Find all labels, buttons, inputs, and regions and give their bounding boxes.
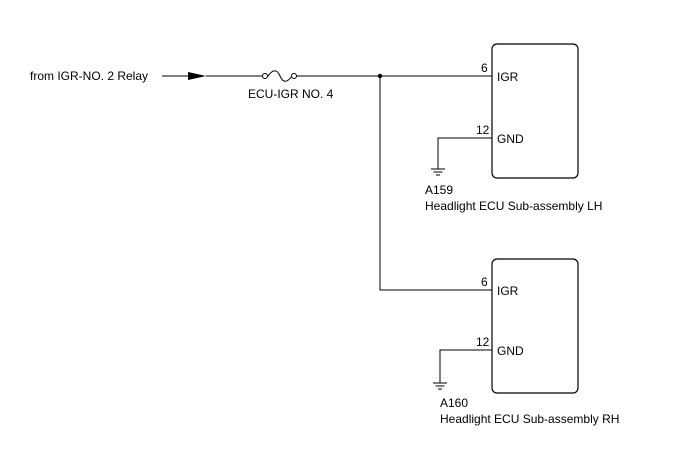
wire-lh-gnd — [437, 137, 492, 169]
ground-icon — [431, 168, 445, 176]
arrow-right-icon — [162, 72, 206, 80]
ecu-rh-igr-pin: 6 — [481, 275, 488, 289]
wire-branch-to-rh-igr — [379, 76, 492, 291]
ecu-rh-igr-label: IGR — [497, 284, 519, 298]
ecu-lh-code: A159 — [425, 183, 453, 197]
ecu-rh-box — [491, 258, 579, 394]
ecu-lh-name: Headlight ECU Sub-assembly LH — [425, 199, 602, 213]
ecu-rh-gnd-pin: 12 — [476, 335, 490, 349]
ground-icon — [433, 382, 447, 390]
fuse-icon — [262, 70, 297, 82]
wire-rh-gnd — [439, 349, 492, 383]
fuse-label: ECU-IGR NO. 4 — [248, 87, 334, 101]
source-label: from IGR-NO. 2 Relay — [30, 69, 148, 83]
ecu-rh-name: Headlight ECU Sub-assembly RH — [440, 412, 619, 426]
ecu-lh-gnd-label: GND — [497, 132, 524, 146]
ecu-rh-code: A160 — [440, 396, 468, 410]
ecu-lh-box — [491, 43, 579, 179]
ecu-rh-gnd-label: GND — [497, 344, 524, 358]
ecu-lh-gnd-pin: 12 — [476, 123, 490, 137]
ecu-lh-igr-label: IGR — [497, 70, 519, 84]
ecu-lh-igr-pin: 6 — [481, 61, 488, 75]
